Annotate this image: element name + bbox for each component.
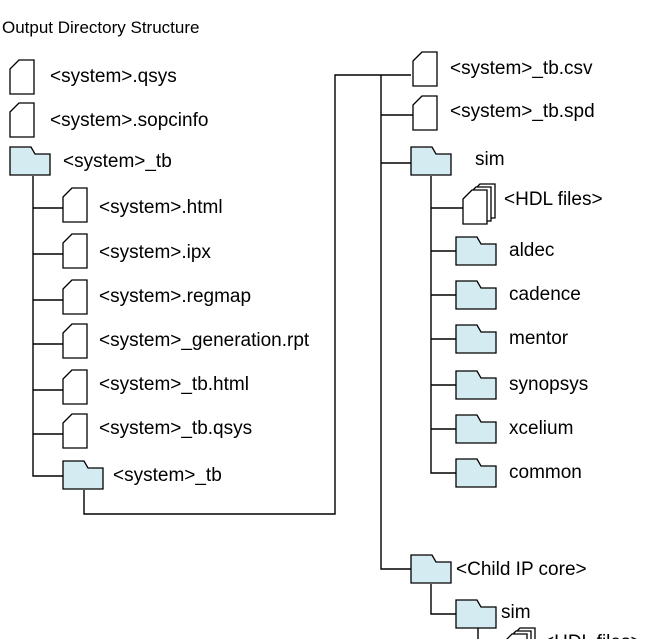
file-icon <box>412 51 438 87</box>
folder-icon <box>455 599 497 629</box>
node-label: <system>_tb.html <box>99 374 249 395</box>
node-hdl-files-right-child_hdl-label: <HDL files> <box>506 627 642 639</box>
node-label: sim <box>501 602 531 623</box>
node-label: <HDL files> <box>543 632 642 639</box>
file-icon <box>62 233 88 269</box>
folder-icon <box>9 146 51 176</box>
node-system-tb-html-left-tb_files-4-label: <system>_tb.html <box>62 369 249 405</box>
node-system-qsys-left-root_files-0-label: <system>.qsys <box>9 59 177 95</box>
multi-file-icon <box>462 183 496 225</box>
folder-icon <box>455 458 497 488</box>
node-label: <system>_tb.spd <box>450 101 595 122</box>
file-icon <box>62 187 88 223</box>
node-system-regmap-left-tb_files-2-label: <system>.regmap <box>62 279 251 315</box>
node-label: mentor <box>509 328 569 349</box>
node-label: synopsys <box>509 374 588 395</box>
folder-icon <box>410 146 452 176</box>
node-child-ip-core-right-child_ip-label: <Child IP core> <box>410 554 587 584</box>
file-icon <box>9 102 35 138</box>
node-system-tb-qsys-left-tb_files-5-label: <system>_tb.qsys <box>62 413 252 449</box>
node-sim-right-sim_folder-label: sim <box>410 146 505 176</box>
node-system-html-left-tb_files-0-label: <system>.html <box>62 187 223 223</box>
multi-file-icon <box>506 627 536 639</box>
node-label: aldec <box>509 240 554 261</box>
folder-icon <box>455 280 497 310</box>
node-label: <system>_generation.rpt <box>99 330 310 351</box>
node-label: <system>.qsys <box>50 66 177 87</box>
node-label: cadence <box>509 284 581 305</box>
node-system-generation-rpt-left-tb_files-3-label: <system>_generation.rpt <box>62 323 310 359</box>
folder-icon <box>62 460 104 490</box>
file-icon <box>412 95 438 131</box>
node-label: <system>_tb <box>63 151 172 172</box>
node-system-tb-left-tb_folder-label: <system>_tb <box>9 146 172 176</box>
folder-icon <box>410 554 452 584</box>
folder-icon <box>455 414 497 444</box>
node-label: <system>.html <box>99 197 223 218</box>
sim-trunk-line <box>430 176 456 474</box>
cross-connector-line <box>83 74 411 515</box>
folder-icon <box>455 370 497 400</box>
file-icon <box>62 323 88 359</box>
file-icon <box>9 59 35 95</box>
node-system-sopcinfo-left-root_files-1-label: <system>.sopcinfo <box>9 102 208 138</box>
node-label: <system>.ipx <box>99 242 211 263</box>
node-system-ipx-left-tb_files-1-label: <system>.ipx <box>62 233 211 269</box>
folder-icon <box>455 236 497 266</box>
node-synopsys-right-sim_subfolders-3-label: synopsys <box>455 370 588 400</box>
file-icon <box>62 279 88 315</box>
tree-nodes: <system>.qsys <system>.sopcinfo <system>_t… <box>9 51 642 639</box>
node-cadence-right-sim_subfolders-1-label: cadence <box>455 280 581 310</box>
node-label: xcelium <box>509 418 573 439</box>
node-label: <Child IP core> <box>456 559 587 580</box>
node-system-tb-csv-right-files-0-label: <system>_tb.csv <box>412 51 593 87</box>
connector-lines <box>32 74 479 639</box>
node-mentor-right-sim_subfolders-2-label: mentor <box>455 324 569 354</box>
node-sim-right-child_sim-label: sim <box>455 599 531 629</box>
node-label: <system>_tb <box>113 465 222 486</box>
node-label: <HDL files> <box>504 189 603 210</box>
file-icon <box>62 369 88 405</box>
node-label: common <box>509 462 582 483</box>
right-trunk-line <box>380 75 411 570</box>
node-system-tb-left-tb_subfolder-label: <system>_tb <box>62 460 222 490</box>
child-trunk-line <box>430 584 456 615</box>
file-icon <box>62 413 88 449</box>
left-trunk-line <box>32 176 63 477</box>
node-common-right-sim_subfolders-5-label: common <box>455 458 582 488</box>
node-aldec-right-sim_subfolders-0-label: aldec <box>455 236 554 266</box>
node-label: <system>_tb.csv <box>450 58 593 79</box>
folder-icon <box>455 324 497 354</box>
node-label: <system>.sopcinfo <box>50 110 208 131</box>
node-label: sim <box>475 149 505 170</box>
node-xcelium-right-sim_subfolders-4-label: xcelium <box>455 414 573 444</box>
node-label: <system>_tb.qsys <box>99 418 252 439</box>
node-hdl-files-right-sim_hdl-label: <HDL files> <box>462 183 603 225</box>
diagram-title: Output Directory Structure <box>2 18 199 37</box>
node-system-tb-spd-right-files-1-label: <system>_tb.spd <box>412 95 595 131</box>
node-label: <system>.regmap <box>99 286 251 307</box>
